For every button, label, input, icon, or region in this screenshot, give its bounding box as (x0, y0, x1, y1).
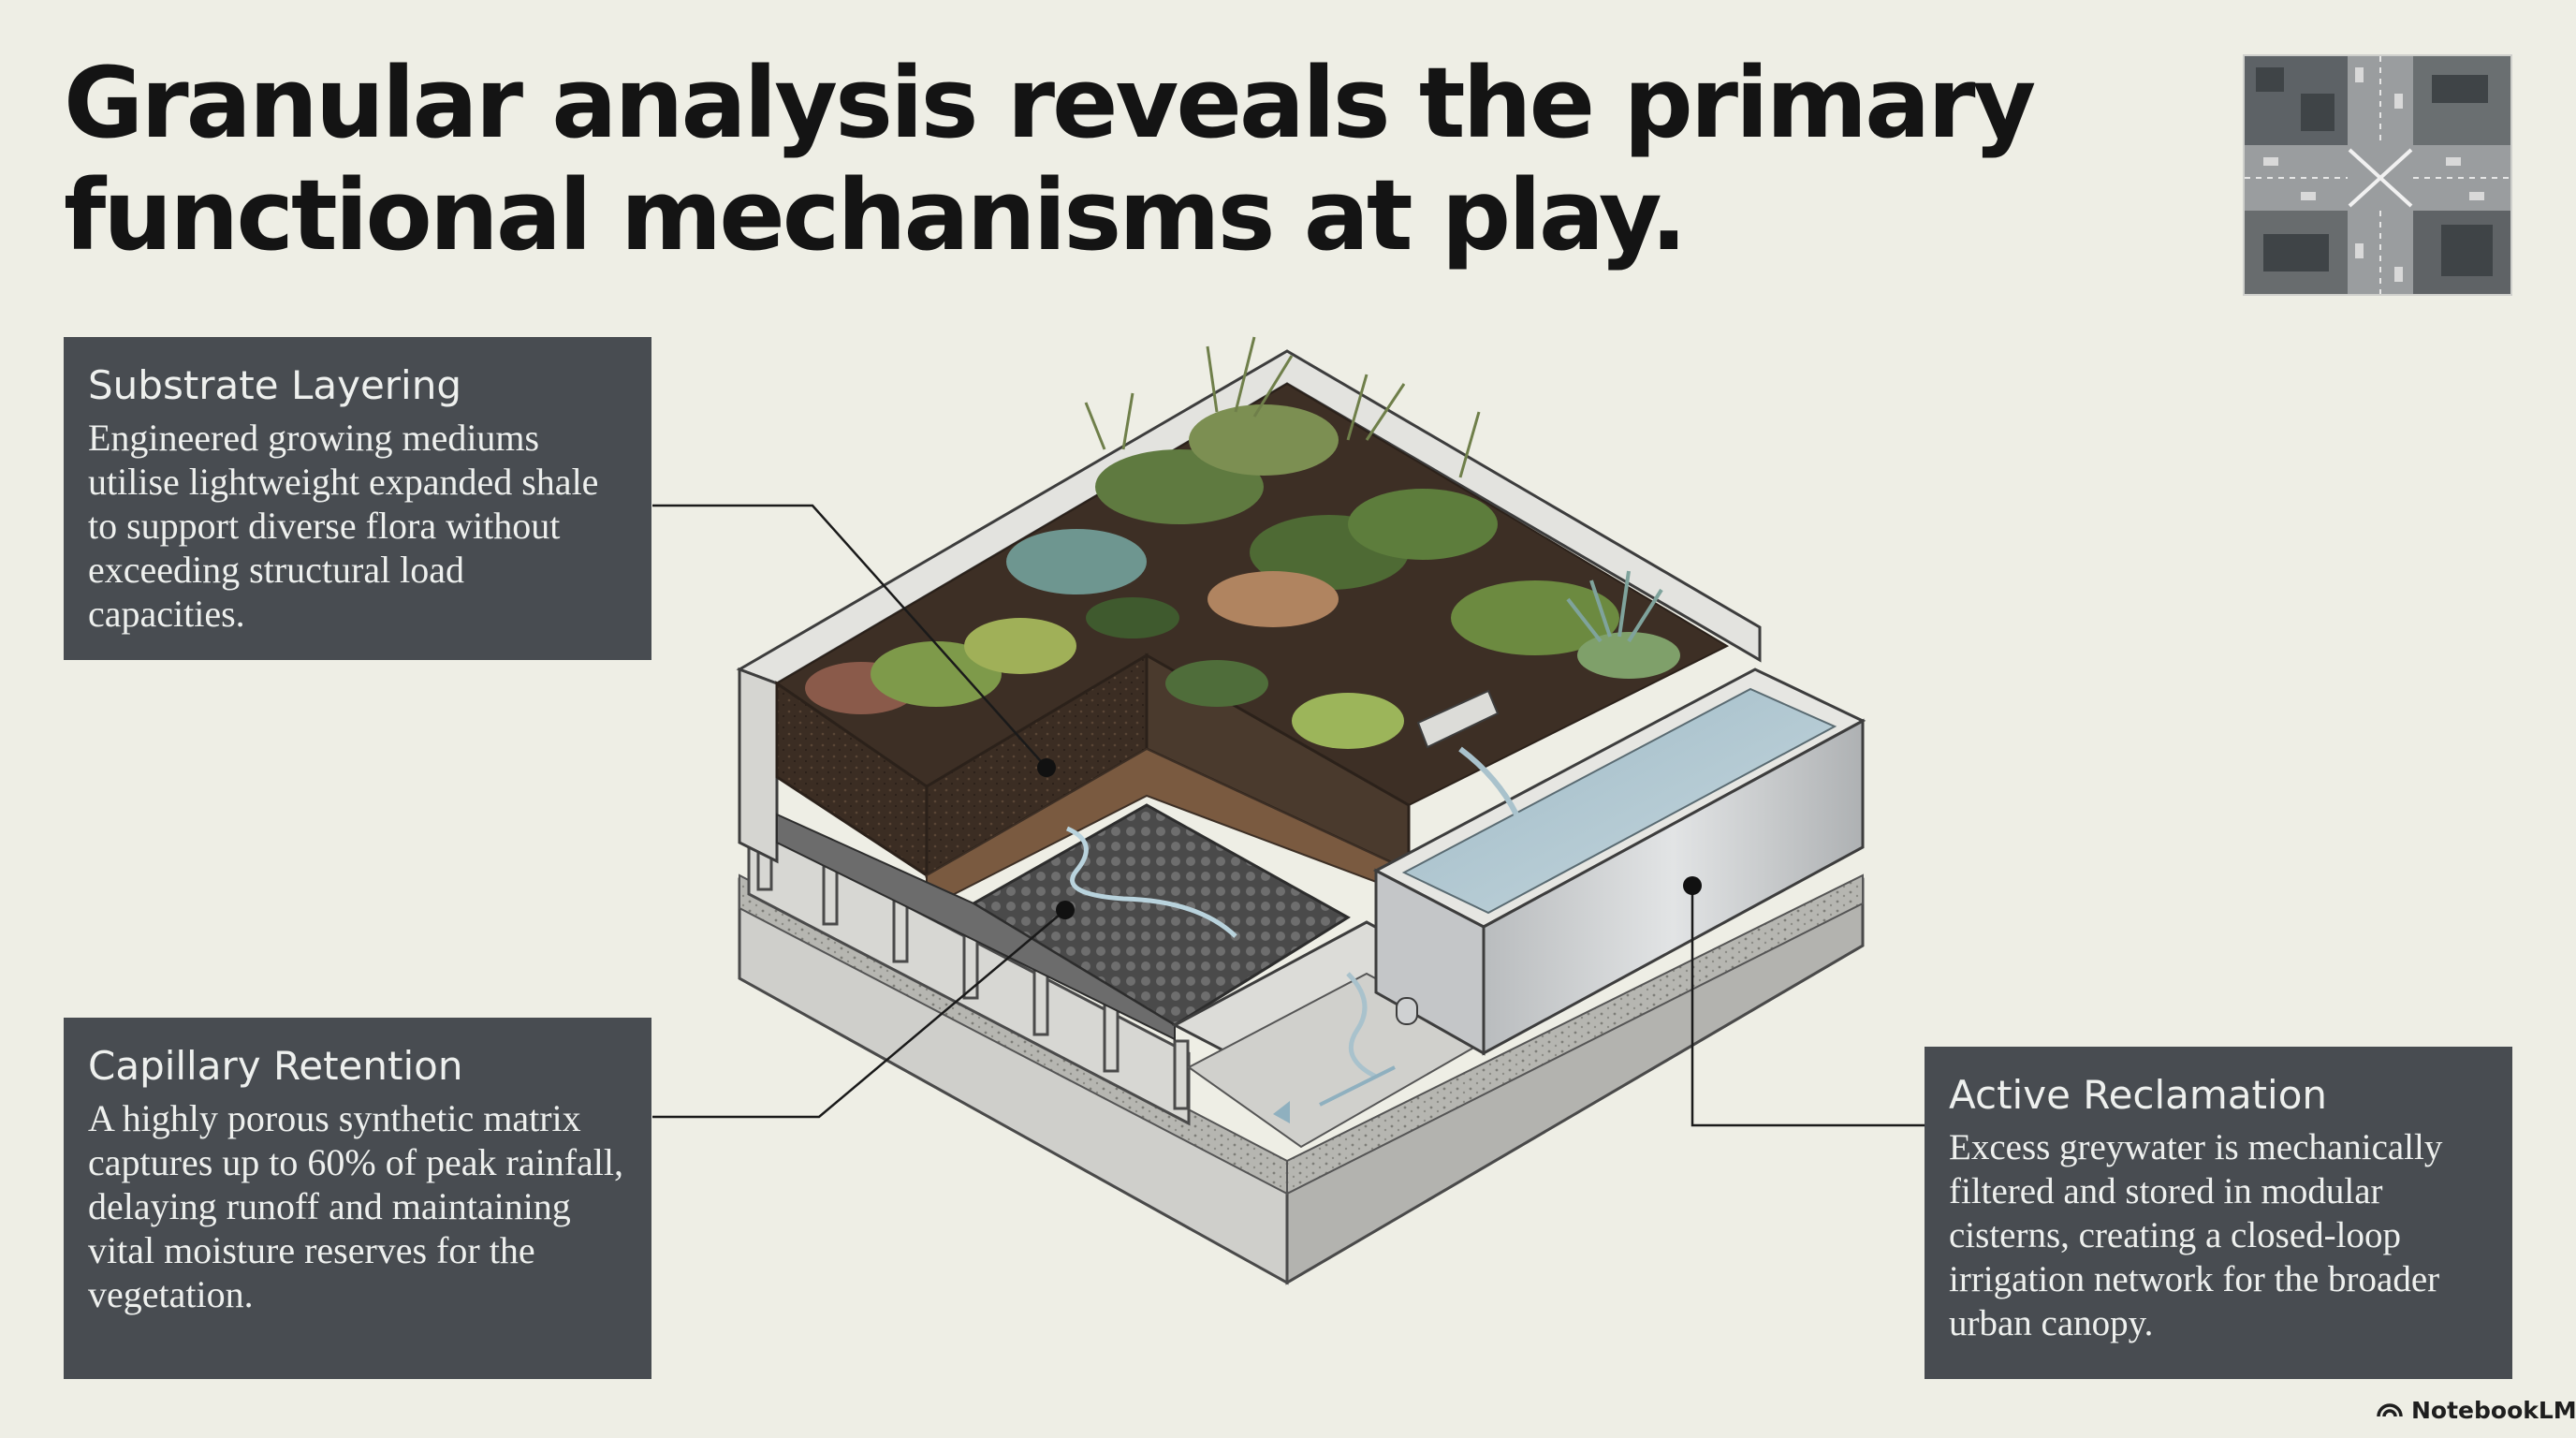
callout-substrate-layering: Substrate Layering Engineered growing me… (64, 337, 651, 660)
callout-capillary-retention: Capillary Retention A highly porous synt… (64, 1018, 651, 1379)
brand-name: NotebookLM (2411, 1396, 2576, 1424)
callout-body: A highly porous synthetic matrix capture… (88, 1097, 624, 1315)
title-line-2: functional mechanisms at play. (64, 158, 1688, 272)
substrate-marker (1037, 758, 1056, 777)
notebooklm-logo-icon (2376, 1397, 2404, 1424)
title-line-1: Granular analysis reveals the primary (64, 46, 2036, 160)
callout-heading: Capillary Retention (88, 1043, 463, 1089)
slide-title: Granular analysis reveals the primary fu… (64, 47, 2123, 271)
callout-active-reclamation: Active Reclamation Excess greywater is m… (1925, 1047, 2512, 1379)
vegetation-planting (805, 336, 1680, 749)
structural-joists (747, 821, 1191, 1126)
callout-body: Excess greywater is mechanically filtere… (1949, 1127, 2443, 1343)
greywater-cistern (1372, 668, 1866, 1056)
leader-lines (652, 504, 1925, 1127)
notebooklm-watermark: NotebookLM (2376, 1393, 2576, 1427)
callout-body: Engineered growing mediums utilise light… (88, 417, 599, 635)
reclamation-marker (1683, 876, 1702, 895)
capillary-drainage-mat (776, 803, 1351, 1041)
callout-heading: Active Reclamation (1949, 1072, 2328, 1118)
aerial-intersection-thumbnail (2243, 54, 2512, 296)
callout-heading: Substrate Layering (88, 362, 461, 408)
capillary-marker (1056, 901, 1075, 919)
